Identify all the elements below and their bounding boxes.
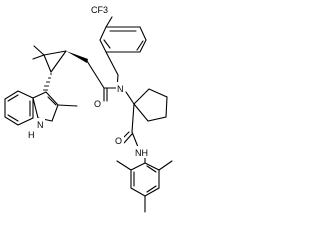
- atom-labels: CF3 N O O NH N H: [27, 3, 150, 158]
- indole-hydrogen-label: H: [28, 130, 35, 140]
- chemical-structure: CF3 N O O NH N H: [4, 3, 173, 213]
- indole-group: [4, 90, 78, 126]
- ketone-oxygen-label: O: [94, 99, 101, 109]
- trifluoromethylbenzyl-group: [99, 16, 147, 89]
- cyclopropane-ring: [32, 45, 105, 91]
- amide-oxygen-label: O: [115, 136, 122, 146]
- hashed-stereo-bond: [43, 73, 52, 91]
- trifluoromethyl-label: CF3: [91, 5, 108, 15]
- amine-nitrogen-label: N: [117, 84, 124, 94]
- cyclopentane-ring: [120, 88, 168, 148]
- indole-nitrogen-label: N: [37, 120, 44, 130]
- mesityl-group: [116, 156, 173, 213]
- amide-nh-label: NH: [135, 148, 148, 158]
